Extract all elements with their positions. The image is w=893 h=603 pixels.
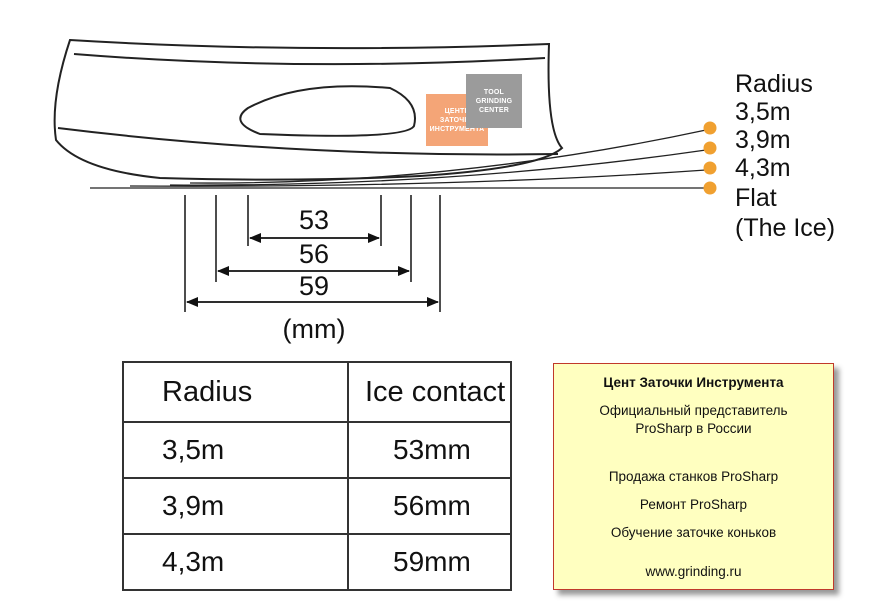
legend-note-ice: (The Ice) (735, 214, 835, 242)
website-link[interactable]: www.grinding.ru (645, 564, 742, 579)
info-line-representative: Официальный представитель (599, 403, 788, 418)
info-line-training: Обучение заточке коньков (610, 525, 777, 540)
cell-ice-contact: 53mm (347, 421, 512, 479)
cell-radius: 4,3m (122, 533, 349, 591)
company-info-box: Цент Заточки Инструмента Официальный пре… (553, 363, 834, 590)
legend-dot-flat (703, 181, 717, 195)
dimension-label-56: 56 (299, 239, 329, 269)
table-row: 3,9m 56mm (122, 477, 512, 535)
radius-contact-table: Radius Ice contact 3,5m 53mm 3,9m 56mm 4… (122, 361, 512, 591)
cell-ice-contact: 59mm (347, 533, 512, 591)
boot-window (239, 85, 416, 137)
dimension-unit-label: (mm) (283, 314, 346, 344)
table-row: 3,5m 53mm (122, 421, 512, 479)
radius-legend: Radius 3,5m 3,9m 4,3m Flat (The Ice) (703, 70, 835, 242)
curve-4-3m (129, 169, 707, 187)
legend-title: Radius (735, 70, 813, 98)
table-row: 4,3m 59mm (122, 533, 512, 591)
legend-dot-4-3m (703, 161, 717, 175)
cell-ice-contact: 56mm (347, 477, 512, 535)
header-radius: Radius (122, 361, 349, 423)
dimension-label-53: 53 (299, 205, 329, 235)
tool-center-logo-en: TOOL GRINDING CENTER (466, 74, 522, 128)
header-ice-contact: Ice contact (347, 361, 512, 423)
legend-item-3-5m: 3,5m (735, 98, 791, 126)
table-header-row: Radius Ice contact (122, 361, 512, 423)
curve-3-9m (169, 149, 707, 186)
legend-item-4-3m: 4,3m (735, 154, 791, 182)
dimension-label-59: 59 (299, 271, 329, 301)
info-line-sales: Продажа станков ProSharp (608, 469, 779, 484)
cell-radius: 3,9m (122, 477, 349, 535)
legend-item-flat: Flat (735, 184, 777, 212)
legend-dot-3-5m (703, 121, 717, 135)
curve-3-5m (189, 129, 707, 184)
extension-lines (184, 195, 441, 312)
info-line-repair: Ремонт ProSharp (639, 497, 748, 512)
info-line-prosharp-russia: ProSharp в России (635, 421, 752, 436)
boot-top-line (73, 53, 546, 66)
logo-ru-text: ЦЕНТР ЗАТОЧКИ ИНСТРУМЕНТА (429, 107, 485, 133)
logo-en-text: TOOL GRINDING CENTER (475, 88, 513, 114)
legend-dot-3-9m (703, 141, 717, 155)
dimension-arrows (186, 233, 439, 307)
info-title: Цент Заточки Инструмента (603, 375, 784, 390)
radius-curves (90, 129, 707, 189)
cell-radius: 3,5m (122, 421, 349, 479)
legend-item-3-9m: 3,9m (735, 126, 791, 154)
boot-side-line (57, 127, 559, 156)
